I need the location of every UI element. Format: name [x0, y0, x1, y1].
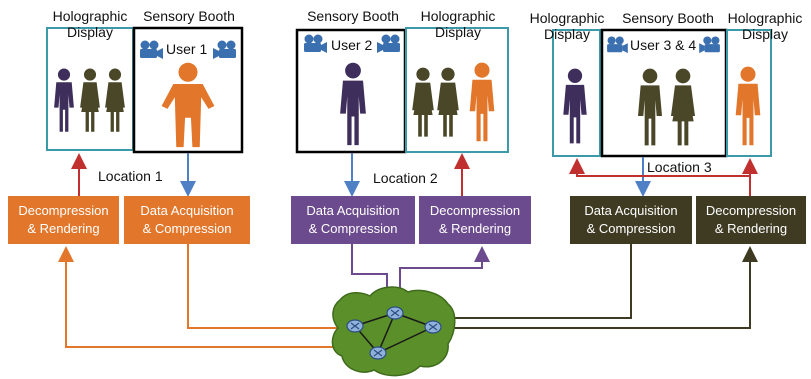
person-icon — [469, 62, 495, 142]
user-label-3-4: User 3 & 4 — [630, 37, 697, 53]
hologram-frame-2 — [405, 27, 509, 153]
box-line2: & Rendering — [27, 221, 100, 236]
box-line2: & Rendering — [714, 221, 788, 236]
hologram-people-1 — [54, 68, 125, 132]
person-icon — [412, 67, 434, 137]
box-line1: Decompression — [18, 203, 109, 218]
booth-user-2 — [340, 62, 366, 146]
user-label-1: User 1 — [166, 41, 208, 57]
box-line2: & Compression — [586, 221, 676, 236]
router-icon — [424, 320, 442, 334]
person-icon — [80, 68, 100, 132]
hologram-label-line2: Display — [742, 26, 788, 42]
sensory-booth-label-3: Sensory Booth — [622, 10, 714, 26]
box-line1: Data Acquisition — [306, 203, 400, 218]
person-icon — [161, 62, 215, 148]
sensory-booth-label-1: Sensory Booth — [143, 8, 235, 24]
box-line2: & Compression — [142, 221, 232, 236]
link-acq3-network — [446, 244, 632, 319]
link-network-render3 — [446, 246, 758, 329]
link-network-render1 — [58, 246, 353, 348]
hologram-label-line2: Display — [435, 24, 481, 40]
box-line2: & Compression — [308, 221, 398, 236]
camera-icon — [377, 34, 400, 53]
booth-users-3-4 — [638, 68, 695, 146]
camera-icon — [304, 34, 327, 53]
network-cloud-icon — [331, 286, 456, 377]
location-label-3: Location 3 — [647, 159, 712, 175]
person-icon — [54, 68, 74, 132]
hologram-display-label-3a: Holographic Display — [522, 10, 612, 42]
hologram-label-line1: Holographic — [529, 10, 605, 26]
decompression-rendering-box-3: Decompression & Rendering — [696, 196, 806, 244]
hologram-frame-3a — [552, 29, 601, 157]
hologram-display-label-1: Holographic Display — [40, 8, 140, 40]
hologram-label-line1: Holographic — [727, 10, 803, 26]
person-icon — [340, 62, 366, 146]
data-acquisition-compression-box-2: Data Acquisition & Compression — [291, 196, 415, 244]
hologram-display-label-2: Holographic Display — [406, 8, 510, 40]
person-icon — [671, 68, 695, 146]
camera-icon — [213, 40, 236, 59]
booth-frame-1 — [132, 26, 244, 154]
location-label-2: Location 2 — [373, 170, 438, 186]
box-line1: Decompression — [429, 203, 521, 218]
data-acquisition-compression-box-3: Data Acquisition & Compression — [570, 196, 692, 244]
box-line1: Data Acquisition — [140, 203, 234, 218]
hologram-label-line2: Display — [544, 26, 590, 42]
person-icon — [638, 68, 662, 146]
person-icon — [437, 67, 459, 137]
hologram-label-line2: Display — [67, 24, 113, 40]
person-icon — [735, 66, 761, 146]
hologram-people-2 — [412, 62, 495, 142]
hologram-people-3b — [735, 66, 761, 146]
sensory-booth-label-2: Sensory Booth — [307, 8, 399, 24]
router-icon — [369, 346, 387, 360]
router-icon — [386, 306, 404, 320]
decompression-rendering-box-2: Decompression & Rendering — [419, 196, 531, 244]
box-line1: Data Acquisition — [584, 203, 678, 218]
decompression-rendering-box-1: Decompression & Rendering — [8, 196, 119, 244]
data-acquisition-compression-box-1: Data Acquisition & Compression — [124, 196, 250, 244]
box-line2: & Rendering — [438, 221, 512, 236]
box-line1: Decompression — [705, 203, 797, 218]
booth-user-1 — [161, 62, 215, 148]
hologram-people-3a — [563, 68, 587, 144]
camera-icon — [140, 40, 163, 59]
arrow-render-to-displays-3 — [569, 158, 751, 196]
camera-icon — [699, 36, 720, 54]
person-icon — [105, 68, 125, 132]
link-acq1-network — [187, 244, 344, 329]
person-icon — [563, 68, 587, 144]
router-icon — [346, 319, 364, 333]
location-label-1: Location 1 — [98, 168, 163, 184]
hologram-label-line1: Holographic — [420, 8, 496, 24]
hologram-frame-3b — [726, 29, 772, 157]
link-network-render2 — [399, 246, 490, 305]
hologram-display-label-3b: Holographic Display — [720, 10, 810, 42]
hologram-label-line1: Holographic — [52, 8, 128, 24]
user-label-2: User 2 — [331, 37, 373, 53]
